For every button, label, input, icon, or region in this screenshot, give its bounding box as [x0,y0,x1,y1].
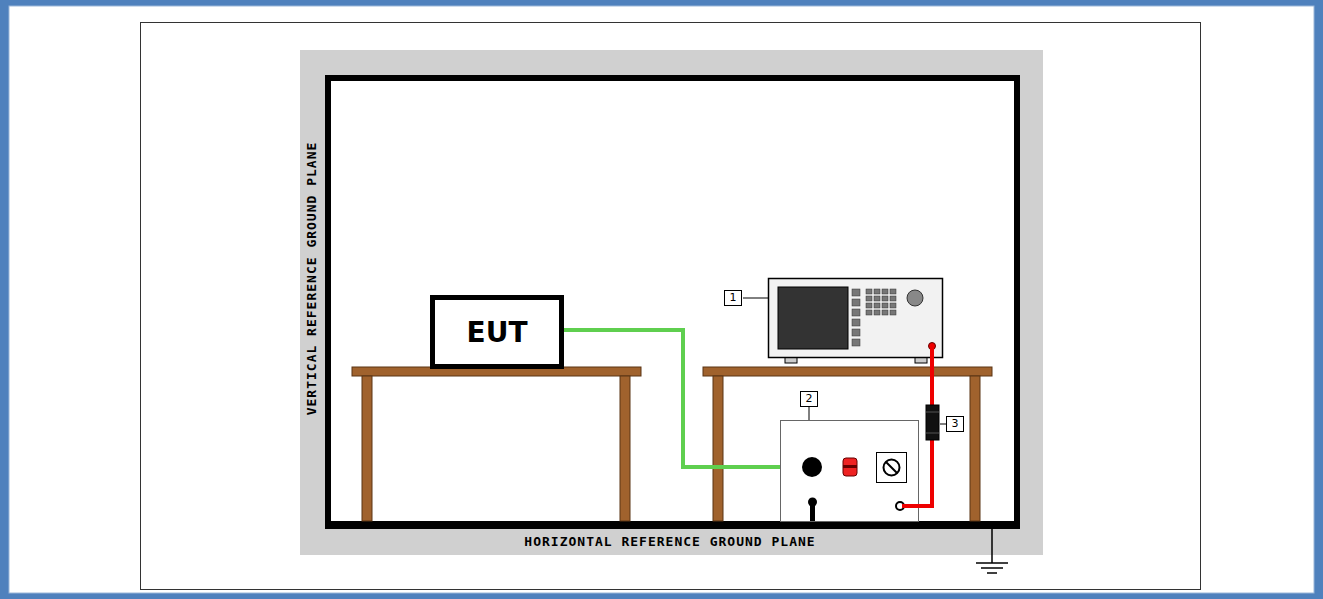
callout-number: 1 [724,290,742,306]
callout-number: 2 [800,391,818,407]
callout-number: 3 [946,416,964,432]
signal-generator [769,279,943,364]
horizontal-ground-plane-label: HORIZONTAL REFERENCE GROUND PLANE [521,534,818,549]
coupling-unit [781,407,919,522]
vertical-ground-plane-label: VERTICAL REFERENCE GROUND PLANE [304,138,319,418]
eut-box: EUT [430,295,564,369]
node-text: EUT [467,316,528,349]
